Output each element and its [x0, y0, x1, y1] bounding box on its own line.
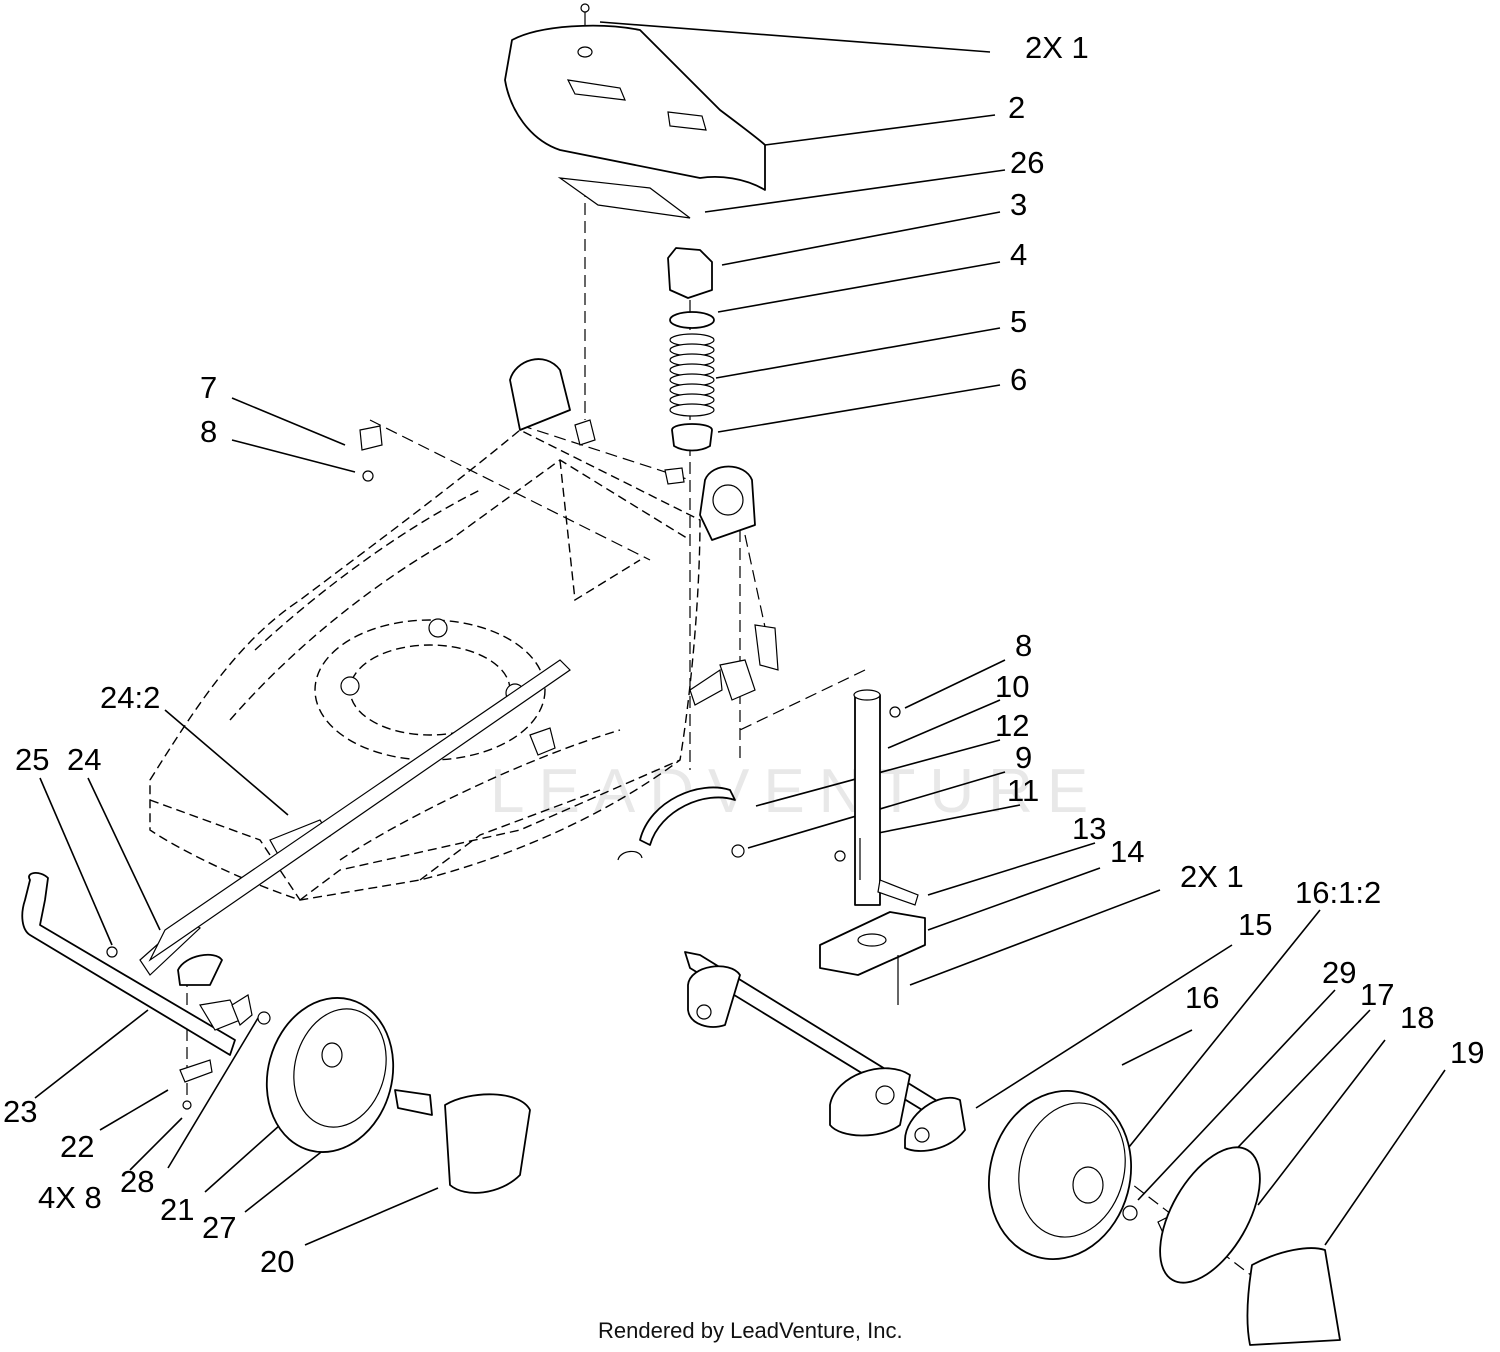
callout-1a: 2X 1 [1025, 30, 1089, 65]
front-hub-cap [444, 1093, 531, 1194]
callout-labels: 2X 1 2 26 3 4 5 6 7 8 8 10 12 9 11 13 14… [3, 30, 1484, 1279]
callout-11: 11 [1007, 773, 1039, 808]
height-adjust-assembly [617, 689, 926, 1005]
callout-21: 21 [160, 1192, 194, 1227]
callout-14: 14 [1110, 834, 1144, 869]
callout-16-1-2: 16:1:2 [1295, 875, 1381, 910]
callout-4x8: 4X 8 [38, 1180, 102, 1215]
rear-wheel-assembly [987, 1090, 1341, 1346]
callout-12: 12 [995, 708, 1029, 743]
knob [667, 247, 713, 299]
hub-decal [1246, 1247, 1341, 1346]
callout-15: 15 [1238, 907, 1272, 942]
callout-20: 20 [260, 1244, 294, 1279]
bushing [671, 423, 713, 452]
front-axle [21, 872, 236, 1056]
callout-7: 7 [200, 370, 217, 405]
callout-22: 22 [60, 1129, 94, 1164]
callout-2: 2 [1008, 90, 1025, 125]
callout-6: 6 [1010, 362, 1027, 397]
callout-8a: 8 [200, 414, 217, 449]
hub-cap [1159, 1146, 1261, 1284]
callout-9: 9 [1015, 740, 1032, 775]
spring [669, 333, 715, 417]
callout-19: 19 [1450, 1035, 1484, 1070]
callout-26: 26 [1010, 145, 1044, 180]
watermark: LEADVENTURE [490, 757, 1102, 826]
leader-lines [34, 21, 1446, 1246]
callout-23: 23 [3, 1094, 37, 1129]
callout-13: 13 [1072, 811, 1106, 846]
callout-27: 27 [202, 1210, 236, 1245]
callout-8b: 8 [1015, 628, 1032, 663]
callout-25: 25 [15, 742, 49, 777]
callout-17: 17 [1360, 977, 1394, 1012]
callout-4: 4 [1010, 237, 1027, 272]
callout-29: 29 [1322, 955, 1356, 990]
extension-spring [639, 786, 736, 846]
front-wheel-assembly [21, 872, 531, 1194]
rear-axle-assembly [684, 951, 966, 1152]
mower-deck [149, 429, 701, 901]
callout-3: 3 [1010, 187, 1027, 222]
callout-24: 24 [67, 742, 101, 777]
callout-16: 16 [1185, 980, 1219, 1015]
callout-24-2: 24:2 [100, 680, 160, 715]
wheel-bolt [394, 1089, 433, 1116]
callout-28: 28 [120, 1164, 154, 1199]
handle-cover [504, 24, 766, 191]
callout-10: 10 [995, 669, 1029, 704]
handle-cover-assembly [504, 3, 766, 452]
callout-5: 5 [1010, 304, 1027, 339]
washer [669, 311, 715, 329]
height-rod [854, 694, 881, 906]
rear-brackets [359, 358, 779, 701]
control-rod [148, 659, 723, 962]
decal [557, 177, 691, 219]
callout-1b: 2X 1 [1180, 859, 1244, 894]
footer-credit: Rendered by LeadVenture, Inc. [598, 1318, 903, 1343]
callout-18: 18 [1400, 1000, 1434, 1035]
